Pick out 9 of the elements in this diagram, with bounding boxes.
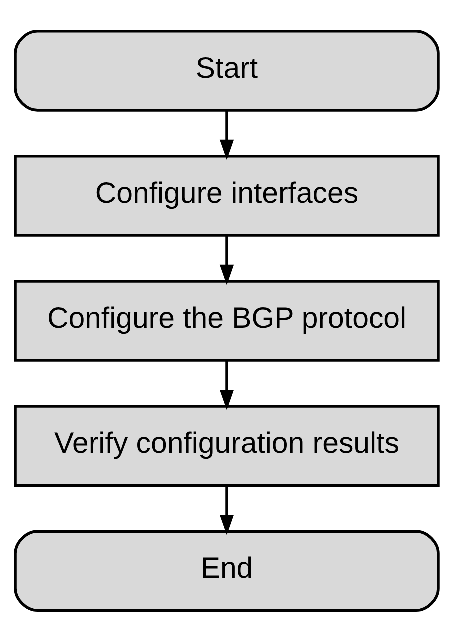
arrow bbox=[220, 110, 234, 160]
arrow bbox=[220, 360, 234, 410]
node-box: Start bbox=[14, 30, 440, 112]
node-box: Verify configuration results bbox=[14, 405, 440, 487]
node-box: Configure the BGP protocol bbox=[14, 280, 440, 362]
node-box: Configure interfaces bbox=[14, 155, 440, 237]
node-box: End bbox=[14, 530, 440, 612]
arrow bbox=[220, 236, 234, 286]
arrow bbox=[220, 486, 234, 536]
